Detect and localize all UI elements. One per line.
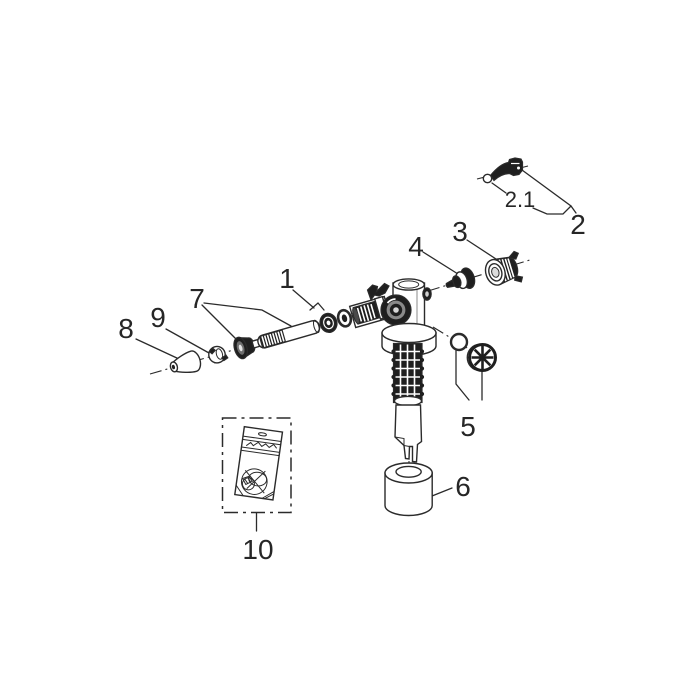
- leader-line-7a: [203, 302, 292, 327]
- part-8-cone-nozzle: [169, 350, 202, 374]
- leader-lines: [135, 169, 577, 532]
- part-label-10: 10: [242, 534, 273, 565]
- part-10-box: [221, 417, 292, 514]
- part-label-3: 3: [452, 216, 468, 247]
- leader-bracket-2: [532, 205, 572, 215]
- valve-body: [348, 278, 437, 463]
- part-7-threaded-rod: [251, 319, 321, 349]
- part-5-wheel: [466, 343, 497, 372]
- part-10-spare-parts-bag: [234, 425, 284, 501]
- part-2-1-lever-arm: [482, 157, 524, 184]
- leader-line-2-1: [491, 182, 507, 194]
- leader-line-3: [466, 239, 497, 260]
- leader-line-9: [165, 328, 210, 354]
- valve-top-opening: [392, 278, 426, 291]
- leader-line-4: [422, 251, 459, 275]
- part-label-8: 8: [118, 313, 134, 344]
- part-labels: 1 2 2.1 3 4 5 6 7 8 9 10: [118, 187, 586, 565]
- lever-pivot-ring: [482, 173, 493, 184]
- part-label-2-1: 2.1: [505, 187, 536, 212]
- part-4-seal-plug: [445, 267, 476, 290]
- part-label-1: 1: [279, 263, 295, 294]
- leader-line-5a: [455, 350, 470, 401]
- lower-tube-fork: [394, 404, 423, 463]
- filter-cage: [391, 342, 425, 407]
- part-label-9: 9: [150, 302, 166, 333]
- part-6-cylinder-sleeve: [384, 462, 433, 517]
- part-label-7: 7: [189, 283, 205, 314]
- part-5-o-ring: [449, 332, 469, 352]
- part-label-5: 5: [460, 411, 476, 442]
- part-3-knurled-nut: [484, 250, 524, 286]
- part-7-flange-bushing: [233, 336, 256, 360]
- part-label-4: 4: [408, 231, 424, 262]
- leader-line-8: [135, 338, 180, 360]
- part-1-nut: [319, 312, 338, 334]
- retaining-clip: [366, 282, 390, 302]
- part-1-washer: [336, 308, 353, 328]
- arm-seal-torus: [380, 294, 412, 326]
- part-label-6: 6: [455, 471, 471, 502]
- part-9-hex-nut: [208, 345, 229, 364]
- leader-line-6: [431, 487, 453, 497]
- leader-line-1: [292, 289, 325, 311]
- leader-line-7b: [201, 304, 238, 341]
- part-label-2: 2: [570, 209, 586, 240]
